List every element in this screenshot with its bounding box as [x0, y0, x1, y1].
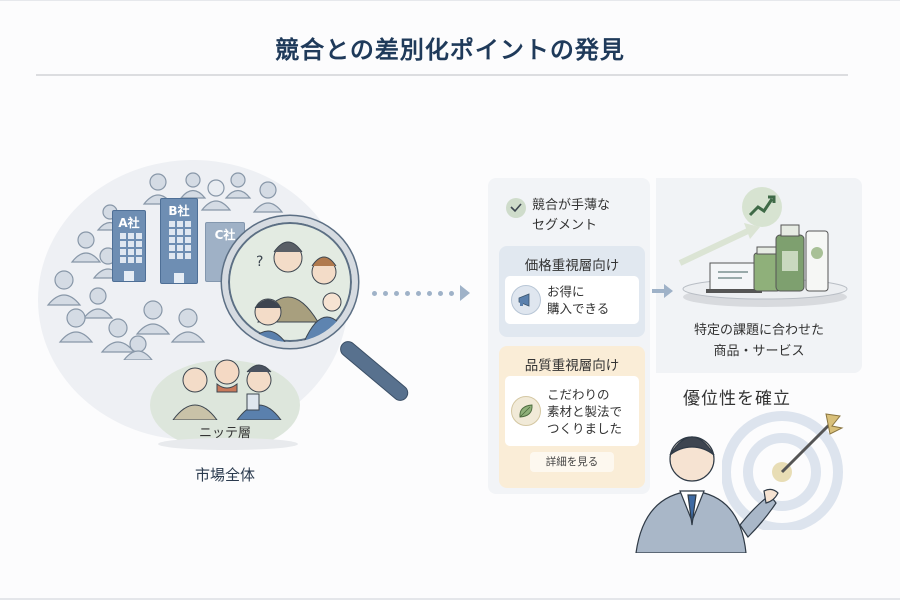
title-divider — [36, 74, 848, 76]
segment-header-line2: セグメント — [532, 218, 598, 233]
product-label-line1: 特定の課題に合わせた — [693, 323, 824, 338]
check-icon — [506, 198, 526, 218]
underserved-segment-header: 競合が手薄な セグメント — [506, 196, 610, 236]
product-illustration — [678, 187, 848, 307]
tube-icon — [805, 230, 829, 292]
quality-card-text-line2: 素材と製法で — [547, 403, 623, 419]
target-icon — [722, 411, 844, 530]
arrow-right-icon — [652, 284, 673, 298]
trend-up-icon — [742, 187, 782, 227]
flow-arrow-dotted — [372, 285, 470, 301]
company-a-label: A社 — [118, 216, 140, 230]
family-people-icon: ? — [250, 241, 352, 342]
company-a-building: A社 — [112, 210, 146, 282]
svg-text:?: ? — [256, 254, 263, 270]
niche-label: ニッテ層 — [198, 426, 251, 441]
product-label: 特定の課題に合わせた 商品・サービス — [656, 320, 862, 362]
quality-card-text-line3: つくりました — [547, 420, 623, 436]
quality-card-title: 品質重視層向け — [524, 358, 620, 374]
leaf-icon — [511, 396, 541, 426]
price-card-text-line2: 購入できる — [547, 301, 610, 316]
magnifying-glass-icon: ? — [222, 216, 358, 348]
quality-card-text-line1: こだわりの — [547, 386, 610, 402]
company-c-label: C社 — [214, 228, 236, 242]
advantage-title: 優位性を確立 — [683, 389, 791, 409]
page-title: 競合との差別化ポイントの発見 — [275, 36, 625, 64]
niche-people-icon — [172, 359, 282, 420]
product-label-line2: 商品・サービス — [713, 344, 805, 359]
arrow-icon — [780, 422, 832, 474]
quality-segment-card: 品質重視層向け こだわりの 素材と製法で つくりました 詳細を見る — [499, 346, 645, 488]
businessman-icon — [635, 436, 779, 553]
segment-header-line1: 競合が手薄な — [532, 198, 611, 213]
arrow-right-icon — [460, 285, 470, 301]
niche-shadow — [158, 438, 298, 450]
megaphone-icon — [511, 285, 541, 315]
market-label: 市場全体 — [194, 466, 255, 484]
view-details-button[interactable]: 詳細を見る — [530, 452, 614, 472]
price-card-title: 価格重視層向け — [524, 258, 620, 274]
crowd-people-icon — [46, 172, 284, 360]
price-card-text-line1: お得に — [547, 284, 585, 299]
company-b-label: B社 — [168, 204, 190, 218]
price-segment-card: 価格重視層向け お得に 購入できる — [499, 246, 645, 337]
company-b-building: B社 — [160, 198, 198, 284]
